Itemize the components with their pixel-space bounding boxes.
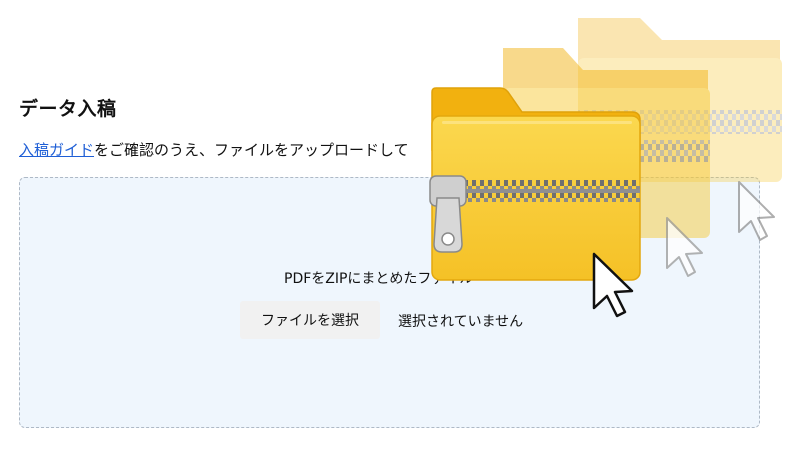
page-title: データ入稿 (19, 98, 117, 120)
folder-ghost-far-icon (578, 18, 782, 182)
intro-text: 入稿ガイドをご確認のうえ、ファイルをアップロードして (19, 139, 409, 160)
intro-text-body: をご確認のうえ、ファイルをアップロードして (94, 141, 409, 159)
upload-guide-link[interactable]: 入稿ガイド (19, 141, 95, 159)
dropzone-hint: PDFをZIPにまとめたファイル (284, 271, 474, 287)
choose-file-button[interactable]: ファイルを選択 (240, 301, 380, 339)
file-status-text: 選択されていません (398, 314, 524, 330)
file-dropzone[interactable] (19, 177, 760, 428)
